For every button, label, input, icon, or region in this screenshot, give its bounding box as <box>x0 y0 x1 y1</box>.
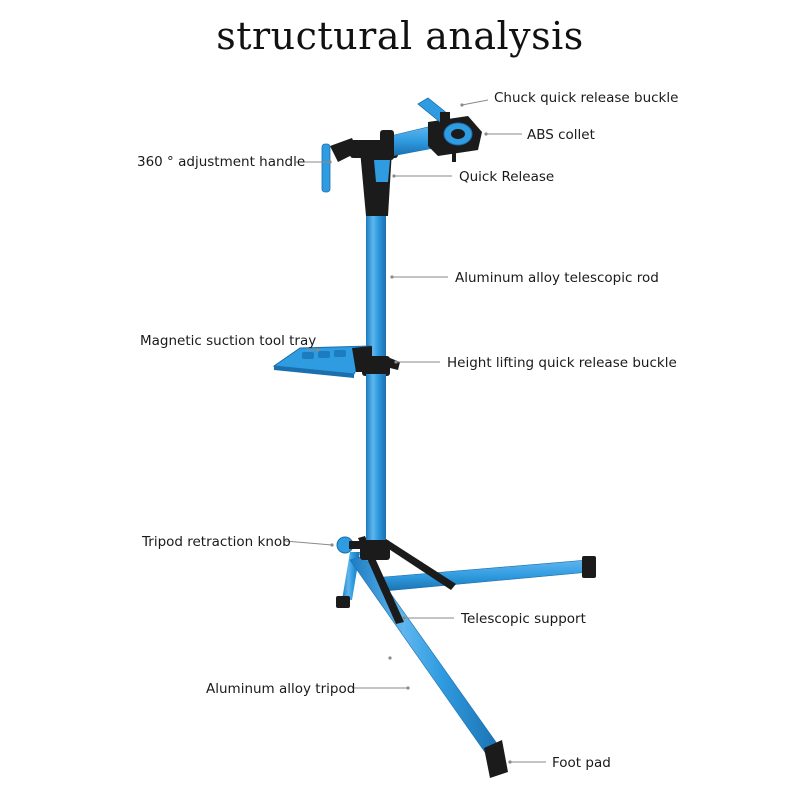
label-tripod: Aluminum alloy tripod <box>206 681 356 697</box>
leader-lines <box>284 99 546 764</box>
label-height-buckle: Height lifting quick release buckle <box>447 355 677 371</box>
label-quick-release: Quick Release <box>459 169 555 185</box>
label-abs-collet: ABS collet <box>527 127 595 143</box>
rear-tripod-leg <box>371 556 596 593</box>
chuck-lever <box>417 97 450 124</box>
clamp-head <box>428 116 482 162</box>
main-rod <box>360 196 400 560</box>
tool-tray-shape <box>272 345 372 378</box>
adjustment-handle <box>321 138 358 193</box>
label-telescopic-rod: Aluminum alloy telescopic rod <box>455 270 659 286</box>
front-foot-pad <box>484 740 508 778</box>
label-telescopic-support: Telescopic support <box>461 611 586 627</box>
label-foot-pad: Foot pad <box>552 755 611 771</box>
label-tripod-knob: Tripod retraction knob <box>142 534 291 550</box>
rear-foot-pad <box>582 556 596 578</box>
tripod-knob <box>336 536 361 554</box>
front-tripod-leg <box>349 555 508 778</box>
label-tool-tray: Magnetic suction tool tray <box>140 333 317 349</box>
label-adjustment-handle: 360 ° adjustment handle <box>137 154 306 170</box>
tripod-hub <box>360 540 390 560</box>
diagram-title: structural analysis <box>216 14 584 58</box>
label-chuck-quick-release-buckle: Chuck quick release buckle <box>494 90 679 106</box>
clamp-arm <box>380 125 435 160</box>
